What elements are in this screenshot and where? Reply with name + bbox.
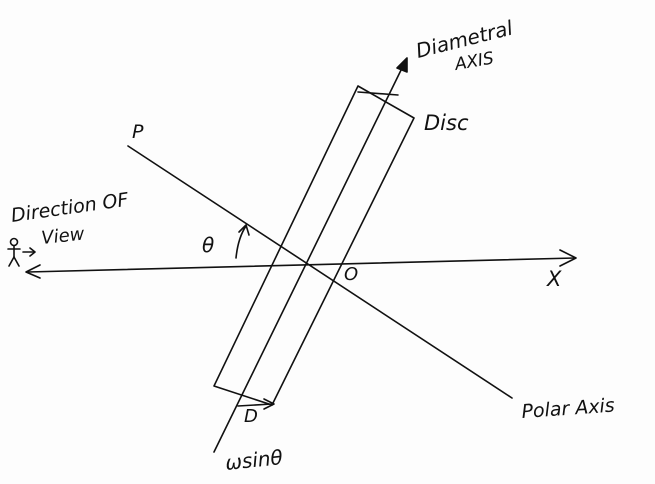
disc-label: Disc — [424, 111, 469, 135]
origin-label: O — [344, 264, 358, 285]
theta-angle-arc — [235, 225, 247, 259]
direction-of-view-label-line2: View — [40, 224, 85, 249]
observer-icon — [7, 237, 36, 267]
d-label: D — [244, 406, 258, 427]
disc-top-edge-tick — [357, 91, 399, 96]
polar-axis-label: Polar Axis — [521, 395, 616, 423]
x-axis-left-arrowhead — [25, 264, 41, 279]
x-axis-line — [27, 257, 576, 273]
omega-sin-theta-arrow — [237, 403, 273, 407]
polar-axis-line — [127, 145, 513, 399]
x-axis-label: X — [546, 267, 562, 291]
diametral-axis-arrowhead — [396, 57, 408, 73]
theta-arc-arrowhead — [238, 224, 250, 236]
diametral-axis-line — [213, 63, 405, 453]
p-label: P — [132, 121, 144, 143]
omega-sin-theta-arrowhead — [263, 398, 275, 410]
disc-outline — [213, 85, 415, 406]
direction-of-view-label-line1: Direction OF — [10, 189, 131, 227]
omega-sin-theta-label: ωsinθ — [224, 445, 284, 475]
theta-label: θ — [202, 233, 214, 257]
x-axis-right-arrowhead — [559, 249, 577, 267]
